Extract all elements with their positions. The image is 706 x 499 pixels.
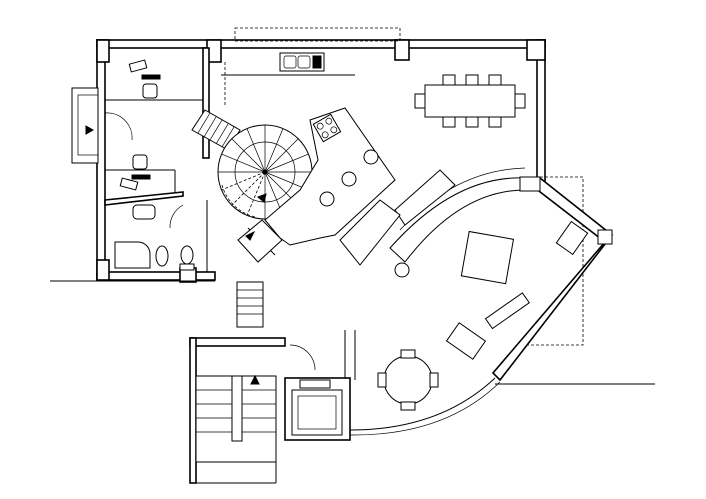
spiral-tread (264, 138, 299, 173)
cooktop-icon (312, 113, 342, 143)
spiral-tread (264, 171, 309, 191)
bar-stool (319, 191, 335, 207)
sink-icon (132, 204, 156, 220)
spiral-staircase (217, 124, 313, 220)
stair-direction-arrow-icon (250, 374, 260, 385)
entry-arrow-icon (85, 125, 95, 135)
spiral-tread (246, 171, 266, 216)
spiral-tread (221, 171, 266, 191)
side-table (394, 262, 410, 278)
toilet-icon (180, 245, 194, 265)
living-room (349, 176, 614, 436)
round-table (377, 349, 439, 411)
kitchen (221, 52, 396, 246)
curved-glass-wall (349, 377, 496, 431)
office-chair-icon (132, 154, 148, 170)
armchair (445, 322, 487, 360)
keyboard-icon (141, 74, 161, 80)
bathroom (104, 191, 208, 272)
hall (236, 219, 356, 380)
stair-direction-arrow-icon (245, 230, 256, 241)
bar-stool (363, 149, 379, 165)
bidet-icon (155, 245, 169, 267)
exterior-walls (96, 39, 546, 283)
elevator (284, 377, 351, 441)
spiral-tread (221, 153, 266, 173)
spiral-tread (264, 153, 309, 173)
bar-stool (341, 171, 357, 187)
spiral-tread (231, 138, 266, 173)
fireplace (484, 292, 530, 330)
spiral-tread (264, 128, 284, 173)
main-staircase (189, 337, 286, 484)
coffee-table (460, 230, 515, 285)
spiral-tread (231, 171, 266, 206)
keyboard-icon (131, 174, 151, 180)
desk-lamp-icon (119, 177, 139, 191)
shower-icon (114, 241, 151, 269)
roof-overhang-top (234, 27, 401, 42)
office-chair-icon (142, 83, 158, 99)
spiral-tread (246, 128, 266, 173)
terrace-overhang-right (525, 176, 584, 346)
dining-table (414, 74, 526, 128)
entry-porch (71, 87, 99, 164)
desk-lamp-icon (128, 59, 148, 73)
armchair (555, 220, 589, 256)
office (104, 47, 210, 195)
curved-sofa (339, 167, 526, 278)
